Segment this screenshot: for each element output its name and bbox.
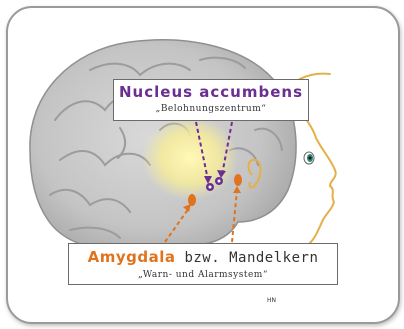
amygdala-title-rest: bzw. Mandelkern xyxy=(176,250,319,266)
amygdala-title: Amygdala xyxy=(88,248,176,266)
nucleus-accumbens-subtitle: „Belohnungszentrum“ xyxy=(114,102,308,116)
nucleus-accumbens-title: Nucleus accumbens xyxy=(114,82,308,102)
author-initials: HN xyxy=(267,297,276,304)
eye-icon xyxy=(304,152,314,164)
nucleus-accumbens-label: Nucleus accumbens „Belohnungszentrum“ xyxy=(113,79,309,121)
amygdala-label: Amygdala bzw. Mandelkern „Warn- und Alar… xyxy=(68,243,338,285)
amygdala-title-line: Amygdala bzw. Mandelkern xyxy=(69,247,337,268)
amygdala-subtitle: „Warn- und Alarmsystem“ xyxy=(69,268,337,282)
limbic-glow xyxy=(142,116,238,200)
